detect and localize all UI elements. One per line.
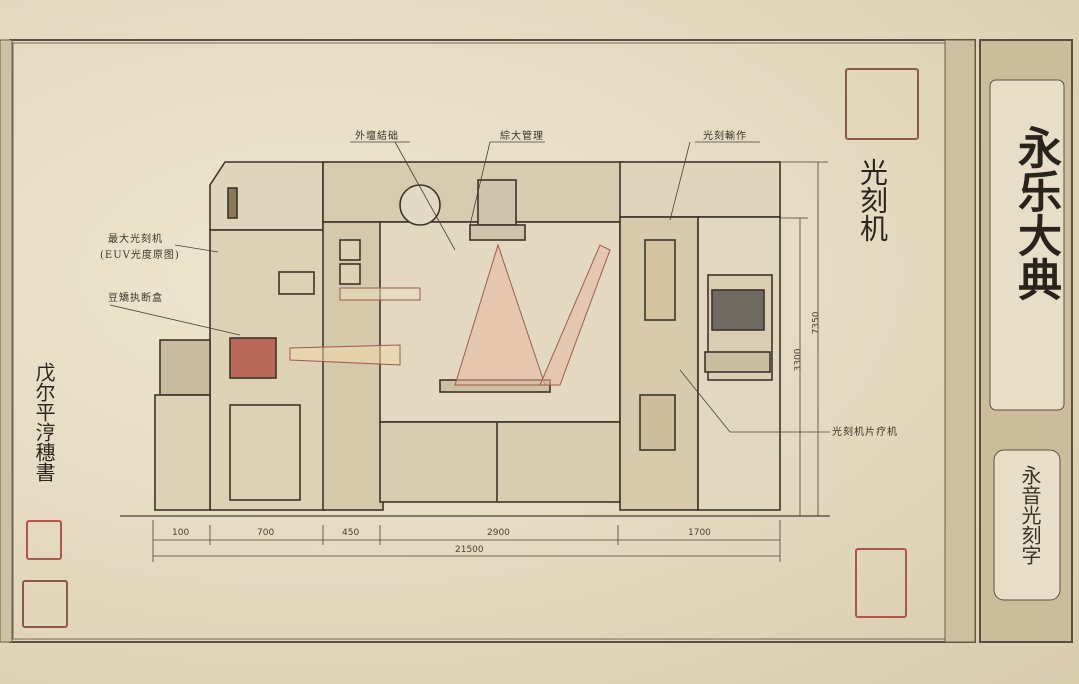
leader-lines	[109, 141, 830, 433]
book-subtitle: 永音光刻字	[1018, 465, 1042, 565]
bottom-right-seal	[855, 548, 907, 618]
diagram-title: 光刻机	[856, 158, 889, 242]
red-seal	[26, 520, 62, 560]
machine	[154, 161, 781, 511]
label-machine-name-sub: (EUV光度原图)	[100, 250, 180, 261]
dimension-lines	[120, 161, 830, 562]
label-outer-structure: 外壇結础	[355, 131, 399, 142]
label-wafer-unit: 光刻机片疗机	[832, 427, 898, 438]
label-inspection-box: 豆矯执断盒	[108, 293, 163, 304]
dim-width-4: 2900	[487, 528, 510, 538]
dim-width-2: 700	[257, 528, 275, 538]
label-light-transfer: 光刻輸作	[703, 131, 747, 142]
dim-width-1: 100	[172, 528, 190, 538]
calligraphy-signature: 戊尔平涥穗書	[32, 362, 56, 482]
label-machine-name: 最大光刻机	[108, 234, 163, 245]
light-beams	[289, 243, 611, 386]
dim-total-width: 21500	[455, 545, 484, 555]
page-frame	[0, 39, 1073, 643]
dim-height-total: 7350	[811, 311, 822, 335]
top-right-seal	[845, 68, 919, 140]
book-title: 永乐大典	[1010, 125, 1061, 301]
label-main-control: 綜大管理	[500, 131, 544, 142]
brown-seal	[22, 580, 68, 628]
dim-height-partial: 3300	[793, 348, 804, 372]
dim-width-3: 450	[342, 528, 360, 538]
dim-width-5: 1700	[688, 528, 711, 538]
